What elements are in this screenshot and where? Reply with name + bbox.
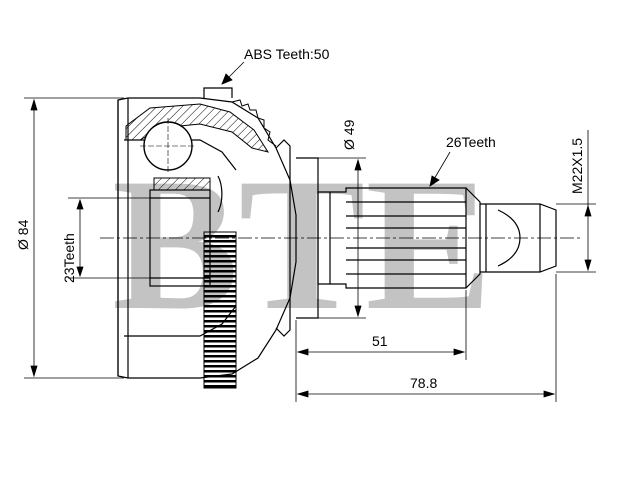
dim-m22-arrow-bottom bbox=[584, 259, 592, 272]
spline-taper bbox=[465, 187, 481, 289]
thread-label: M22X1.5 bbox=[569, 138, 585, 194]
lower-ball bbox=[217, 175, 223, 213]
dim-49-arrow-top bbox=[354, 158, 362, 171]
abs-ring bbox=[203, 231, 237, 389]
dim-84-arrow-top bbox=[30, 98, 38, 111]
dim-84-arrow-bottom bbox=[30, 365, 38, 378]
seal-diameter-label: Ø 49 bbox=[341, 119, 357, 150]
dim-51-arrow-left bbox=[296, 348, 309, 356]
dim-23-arrow-bottom bbox=[76, 266, 84, 278]
abs-teeth-top bbox=[231, 99, 277, 147]
thread-curve bbox=[497, 209, 521, 267]
brand-watermark: BTE bbox=[112, 140, 492, 350]
spline-length-label: 51 bbox=[372, 333, 388, 349]
spline-leader-arrow bbox=[429, 175, 440, 187]
dim-m22-arrow-top bbox=[584, 204, 592, 217]
total-length-label: 78.8 bbox=[410, 375, 437, 391]
dim-23-arrow-top bbox=[76, 198, 84, 210]
abs-tab bbox=[203, 87, 233, 98]
spline-teeth-label: 26Teeth bbox=[446, 134, 496, 150]
spline-shaft bbox=[317, 187, 557, 289]
dim-49-arrow-bottom bbox=[354, 305, 362, 318]
thread-end bbox=[480, 203, 557, 273]
dim-78-arrow-left bbox=[296, 390, 309, 398]
dim-78-arrow-right bbox=[543, 390, 556, 398]
abs-teeth-label: ABS Teeth:50 bbox=[244, 46, 330, 62]
outer-housing bbox=[117, 97, 297, 379]
dimensions bbox=[24, 61, 596, 402]
race-section-hatch bbox=[153, 177, 211, 191]
housing-section-hatch bbox=[125, 103, 270, 153]
stem-flange bbox=[275, 139, 291, 337]
outer-diameter-label: Ø 84 bbox=[15, 219, 31, 250]
abs-leader-arrow bbox=[221, 73, 233, 85]
inner-teeth-label: 23Teeth bbox=[61, 233, 77, 283]
dim-51-arrow-right bbox=[453, 348, 466, 356]
